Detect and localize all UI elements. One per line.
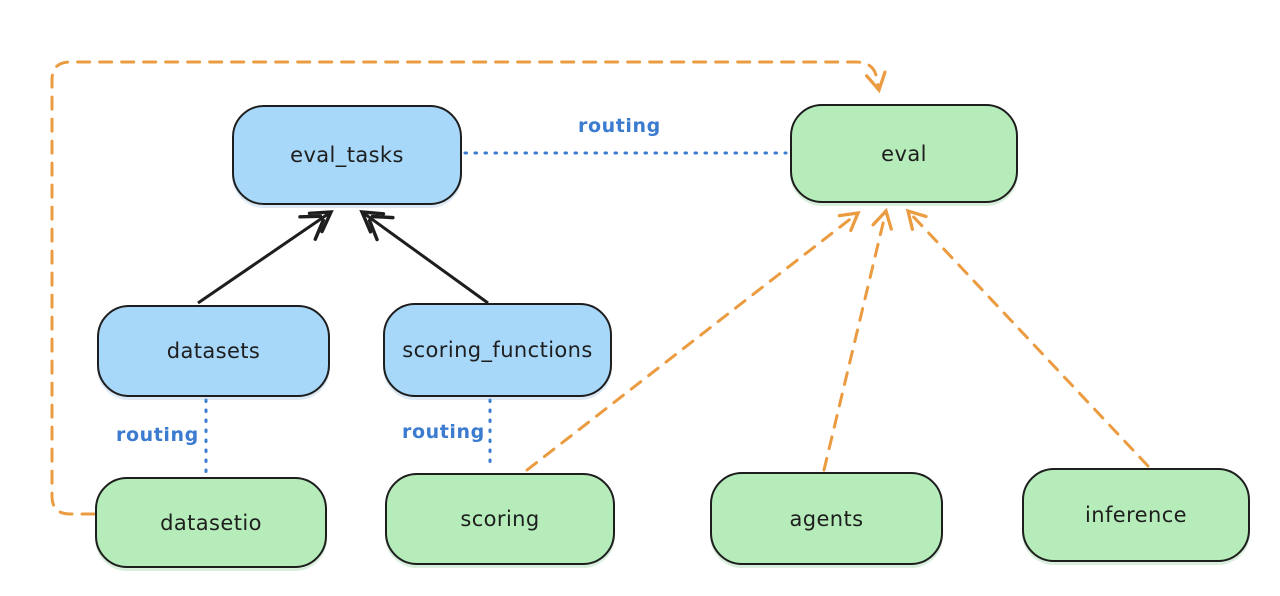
- edge-datasets-to-eval-tasks-arrow: [197, 210, 334, 305]
- node-datasets-label: datasets: [166, 339, 261, 363]
- edge-label-routing-datasets-to-datasetio: routing: [116, 424, 199, 446]
- node-scoring-functions: scoring_functions: [383, 303, 612, 397]
- edge-datasetio-to-eval-dashed: [50, 60, 887, 516]
- edge-scoring-functions-to-eval-tasks-arrow: [359, 210, 489, 305]
- node-scoring: scoring: [385, 473, 615, 565]
- edge-agents-to-eval-dashed: [822, 207, 893, 472]
- node-scoring-functions-label: scoring_functions: [402, 338, 593, 362]
- node-eval-label: eval: [881, 141, 927, 166]
- node-inference-label: inference: [1085, 503, 1187, 527]
- node-datasetio: datasetio: [95, 477, 327, 568]
- edge-inference-to-eval-dashed: [905, 208, 1150, 468]
- node-eval-tasks: eval_tasks: [232, 105, 462, 205]
- node-datasetio-label: datasetio: [160, 510, 262, 535]
- node-agents-label: agents: [789, 506, 864, 531]
- edge-label-routing-eval-tasks-to-eval: routing: [578, 115, 661, 137]
- node-eval-tasks-label: eval_tasks: [290, 143, 404, 167]
- edge-scoring-to-eval-dashed: [525, 210, 861, 472]
- node-inference: inference: [1022, 468, 1250, 562]
- node-agents: agents: [710, 472, 943, 565]
- node-datasets: datasets: [97, 305, 330, 397]
- edge-label-routing-scoring-functions-to-scoring: routing: [402, 421, 485, 443]
- node-eval: eval: [790, 104, 1018, 203]
- node-scoring-label: scoring: [460, 507, 540, 531]
